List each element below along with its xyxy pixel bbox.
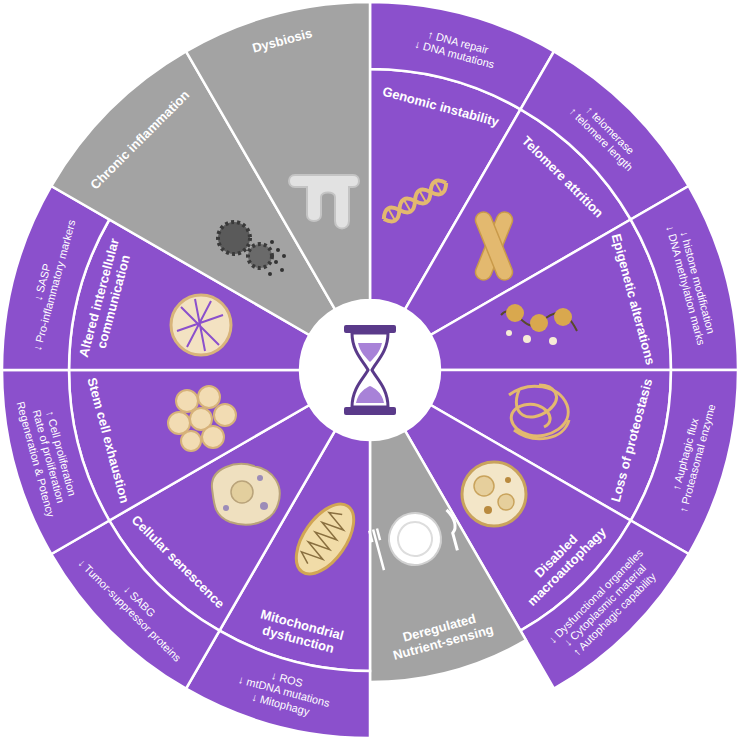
senescent-cell-icon [212,464,280,525]
protein-icon [509,385,569,439]
plate-icon [368,503,463,575]
mitochondrion-icon [285,494,365,584]
communication-cell-icon [171,295,231,355]
stem-cell-icon [168,386,236,451]
hallmark-sector: Epigenetic alterations↓ histone modifica… [428,183,740,372]
sector-band [521,521,689,689]
chromosome-icon [473,210,515,283]
sector-band [370,431,526,682]
autophagy-cell-icon [462,462,526,526]
hallmark-sector: Dysbiosis [183,0,372,312]
sector-band [186,2,370,309]
sector-band [521,51,689,219]
dna-icon [380,177,449,225]
intestine-icon [289,175,359,229]
sector-band [186,631,370,738]
hallmark-sector: Stem cell exhaustion↑ Cell proliferation… [0,368,312,557]
nucleosome-icon [501,304,577,345]
sector-band [51,521,219,689]
center-disc [302,302,438,438]
sector-band [431,220,671,371]
immune-cell-icon [218,222,286,276]
